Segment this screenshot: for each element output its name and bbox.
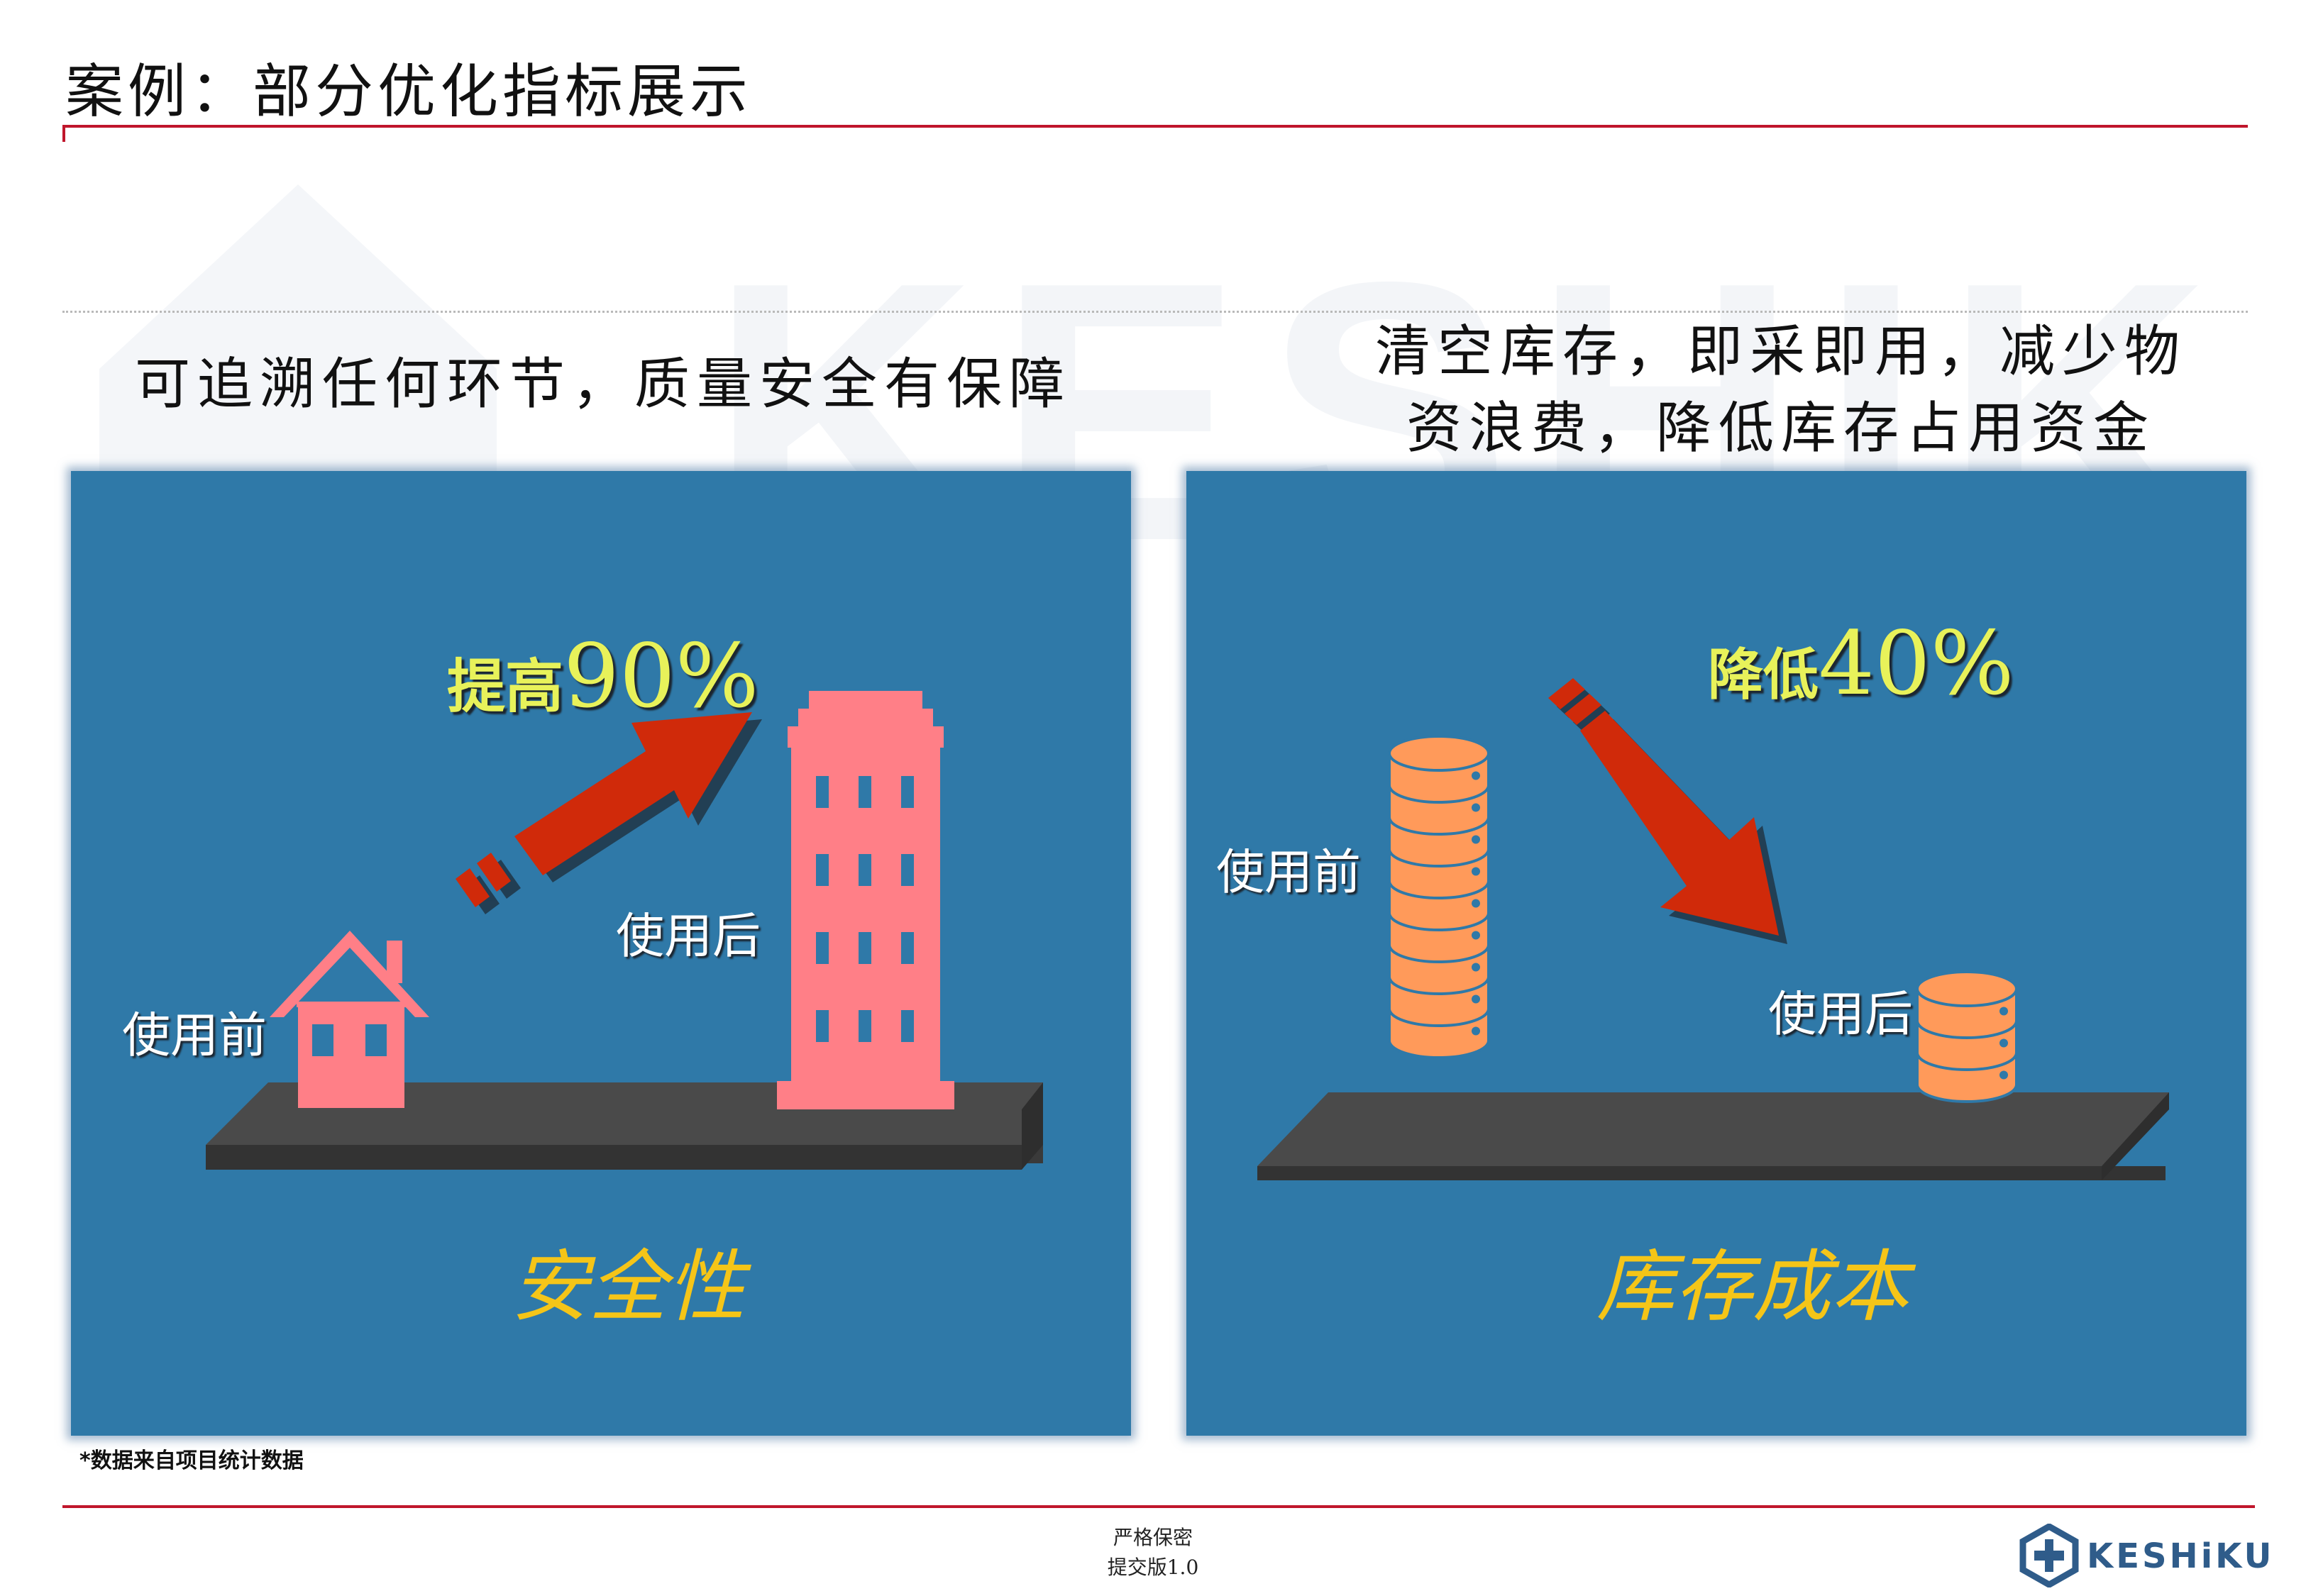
house-icon xyxy=(270,931,429,1108)
coin-dot xyxy=(1472,867,1480,876)
coin-dot xyxy=(1472,994,1480,1004)
coin-dot xyxy=(1472,1026,1480,1036)
keshiku-logo: KESHiKU xyxy=(2019,1522,2272,1589)
inventory-category-label: 库存成本 xyxy=(1596,1241,1909,1332)
coin-dot xyxy=(1472,835,1480,844)
dotted-divider xyxy=(62,311,2248,313)
coin-dot xyxy=(1999,1038,2008,1048)
right-caption-line-1: 清空库存，即采即用，减少物 xyxy=(1374,320,2187,384)
decrease-arrow-icon xyxy=(1548,678,1787,944)
coin-stack-before-icon xyxy=(1388,735,1490,1059)
coin-top xyxy=(1388,735,1490,772)
coin-top xyxy=(1916,970,2018,1007)
left-platform xyxy=(206,1082,1043,1170)
safety-metric-prefix: 提高 xyxy=(447,653,564,721)
safety-metric-value: 90% xyxy=(563,626,759,728)
inventory-after-label: 使用后 xyxy=(1768,987,1914,1043)
version-label: 提交版1.0 xyxy=(1107,1556,1199,1579)
logo-hexagon-icon xyxy=(2019,1522,2079,1589)
inventory-before-label: 使用前 xyxy=(1216,845,1362,901)
coin-dot xyxy=(1472,771,1480,780)
inventory-metric-prefix: 降低 xyxy=(1708,643,1819,707)
safety-illustration xyxy=(206,691,1043,1170)
coin-stack-after-icon xyxy=(1916,970,2018,1103)
safety-metric: 提高90% xyxy=(447,626,759,728)
data-source-footnote: *数据来自项目统计数据 xyxy=(79,1448,304,1473)
building-windows xyxy=(816,776,914,1042)
safety-category-label: 安全性 xyxy=(511,1241,745,1332)
tall-building-icon xyxy=(777,691,954,1109)
right-caption-line-2: 资浪费，降低库存占用资金 xyxy=(1406,397,2156,460)
coin-dot xyxy=(1472,931,1480,940)
confidential-label: 严格保密 xyxy=(1113,1526,1193,1549)
inventory-metric: 降低40% xyxy=(1708,613,2014,715)
logo-text: KESHiKU xyxy=(2087,1536,2275,1576)
coin-dot xyxy=(1999,1070,2008,1080)
inventory-cost-panel: 降低40% 使用前 使用后 库存成本 xyxy=(1186,471,2246,1436)
page-title: 案例：部分优化指标展示 xyxy=(65,58,753,126)
coin-dot xyxy=(1472,899,1480,908)
footer-divider xyxy=(62,1505,2255,1508)
coin-dot xyxy=(1472,963,1480,972)
inventory-metric-value: 40% xyxy=(1819,613,2014,715)
increase-arrow-icon xyxy=(456,712,762,914)
left-caption: 可追溯任何环节，质量安全有保障 xyxy=(134,353,1071,416)
coin-dot xyxy=(1999,1007,2008,1016)
coin-dot xyxy=(1472,803,1480,812)
right-platform xyxy=(1257,1092,2169,1180)
safety-after-label: 使用后 xyxy=(616,909,761,965)
safety-before-label: 使用前 xyxy=(122,1008,267,1064)
right-caption: 清空库存，即采即用，减少物 资浪费，降低库存占用资金 xyxy=(1313,314,2249,467)
title-divider-tick xyxy=(62,125,65,142)
title-divider xyxy=(62,125,2248,128)
inventory-illustration xyxy=(1257,678,2169,1180)
safety-panel: 提高90% 使用前 使用后 安全性 xyxy=(71,471,1131,1436)
